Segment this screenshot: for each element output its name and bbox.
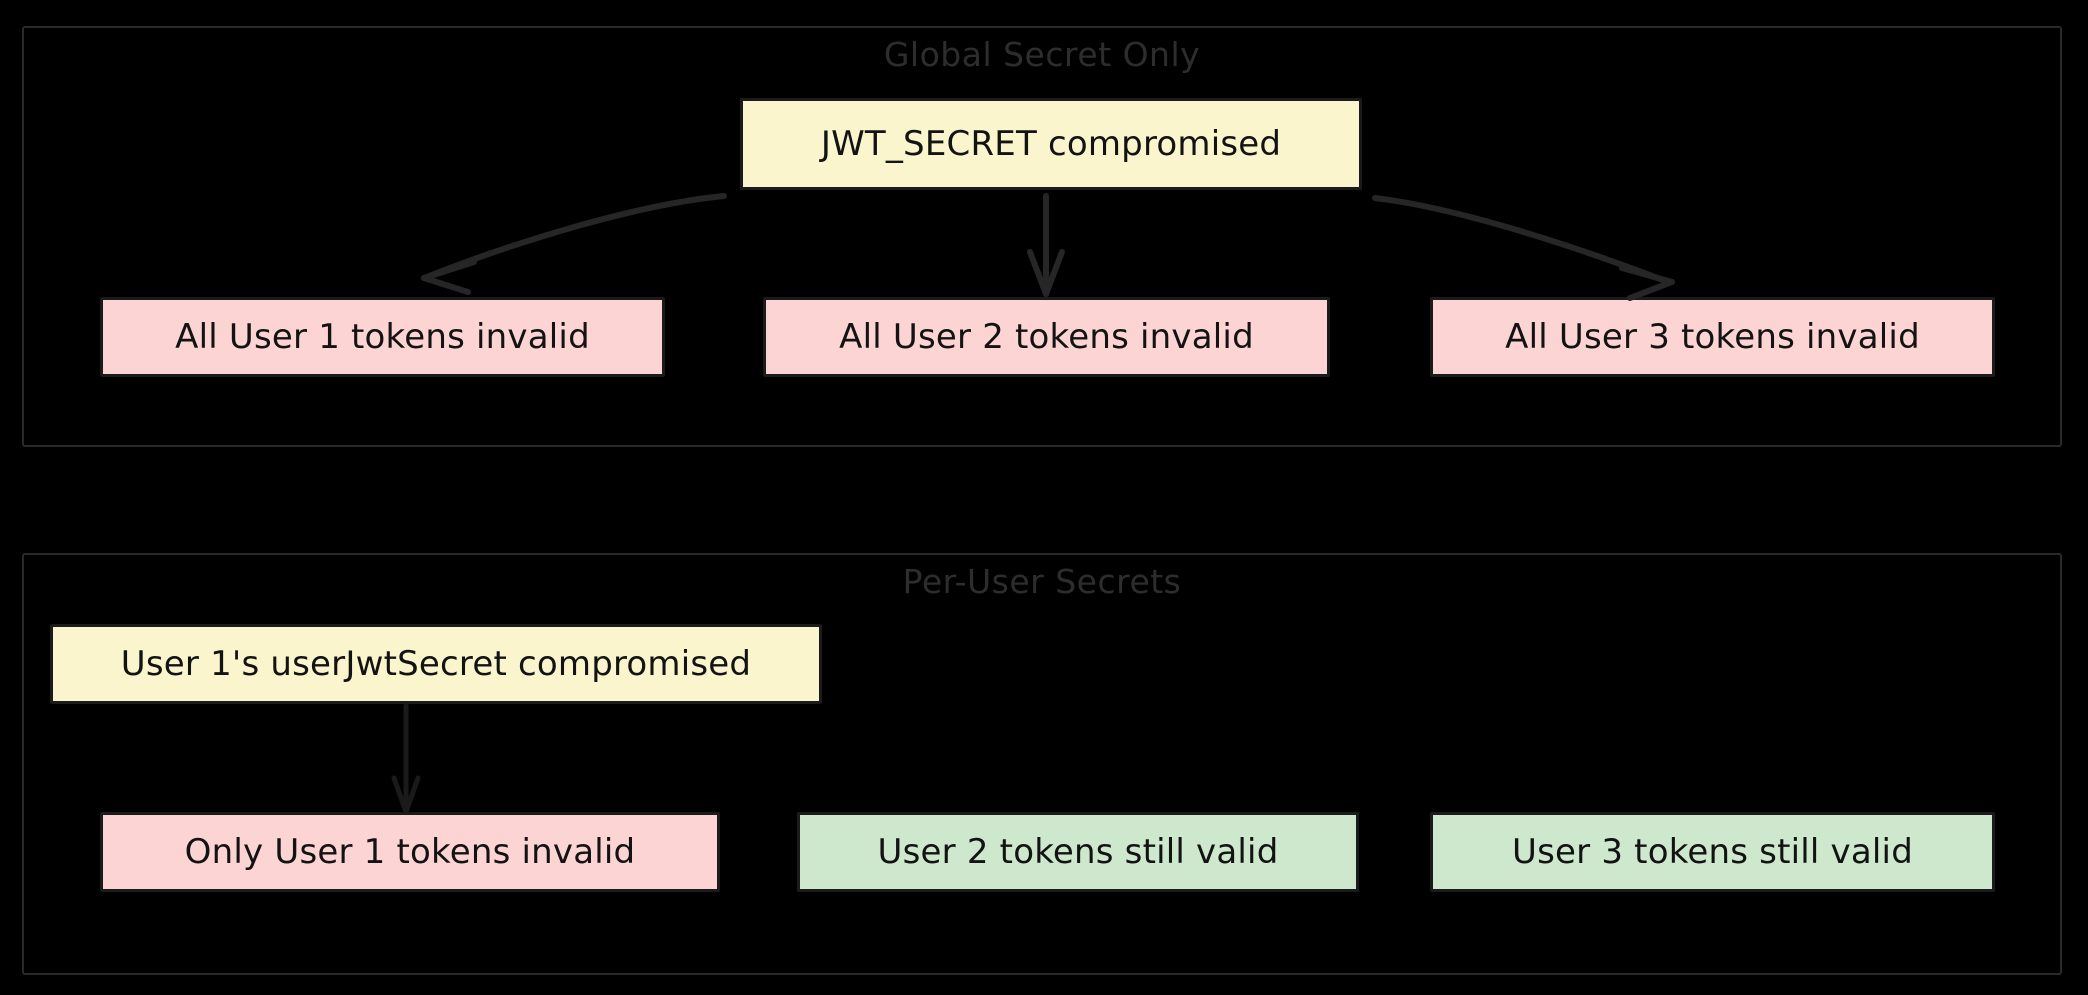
node-user-2-all-invalid[interactable]: All User 2 tokens invalid <box>763 297 1330 377</box>
node-user-1-all-invalid[interactable]: All User 1 tokens invalid <box>100 297 665 377</box>
subgraph-title-global-secret-only: Global Secret Only <box>883 35 1201 74</box>
node-only-user-1-invalid[interactable]: Only User 1 tokens invalid <box>100 812 720 892</box>
subgraph-title-per-user-secrets: Per-User Secrets <box>902 562 1182 601</box>
node-user-3-still-valid[interactable]: User 3 tokens still valid <box>1430 812 1995 892</box>
node-user-3-all-invalid[interactable]: All User 3 tokens invalid <box>1430 297 1995 377</box>
subgraph-per-user-secrets <box>22 553 2062 975</box>
subgraph-global-secret-only <box>22 26 2062 447</box>
node-user-2-still-valid[interactable]: User 2 tokens still valid <box>797 812 1359 892</box>
node-user-1-secret-compromised[interactable]: User 1's userJwtSecret compromised <box>50 624 822 704</box>
node-jwt-secret-compromised[interactable]: JWT_SECRET compromised <box>740 98 1362 190</box>
